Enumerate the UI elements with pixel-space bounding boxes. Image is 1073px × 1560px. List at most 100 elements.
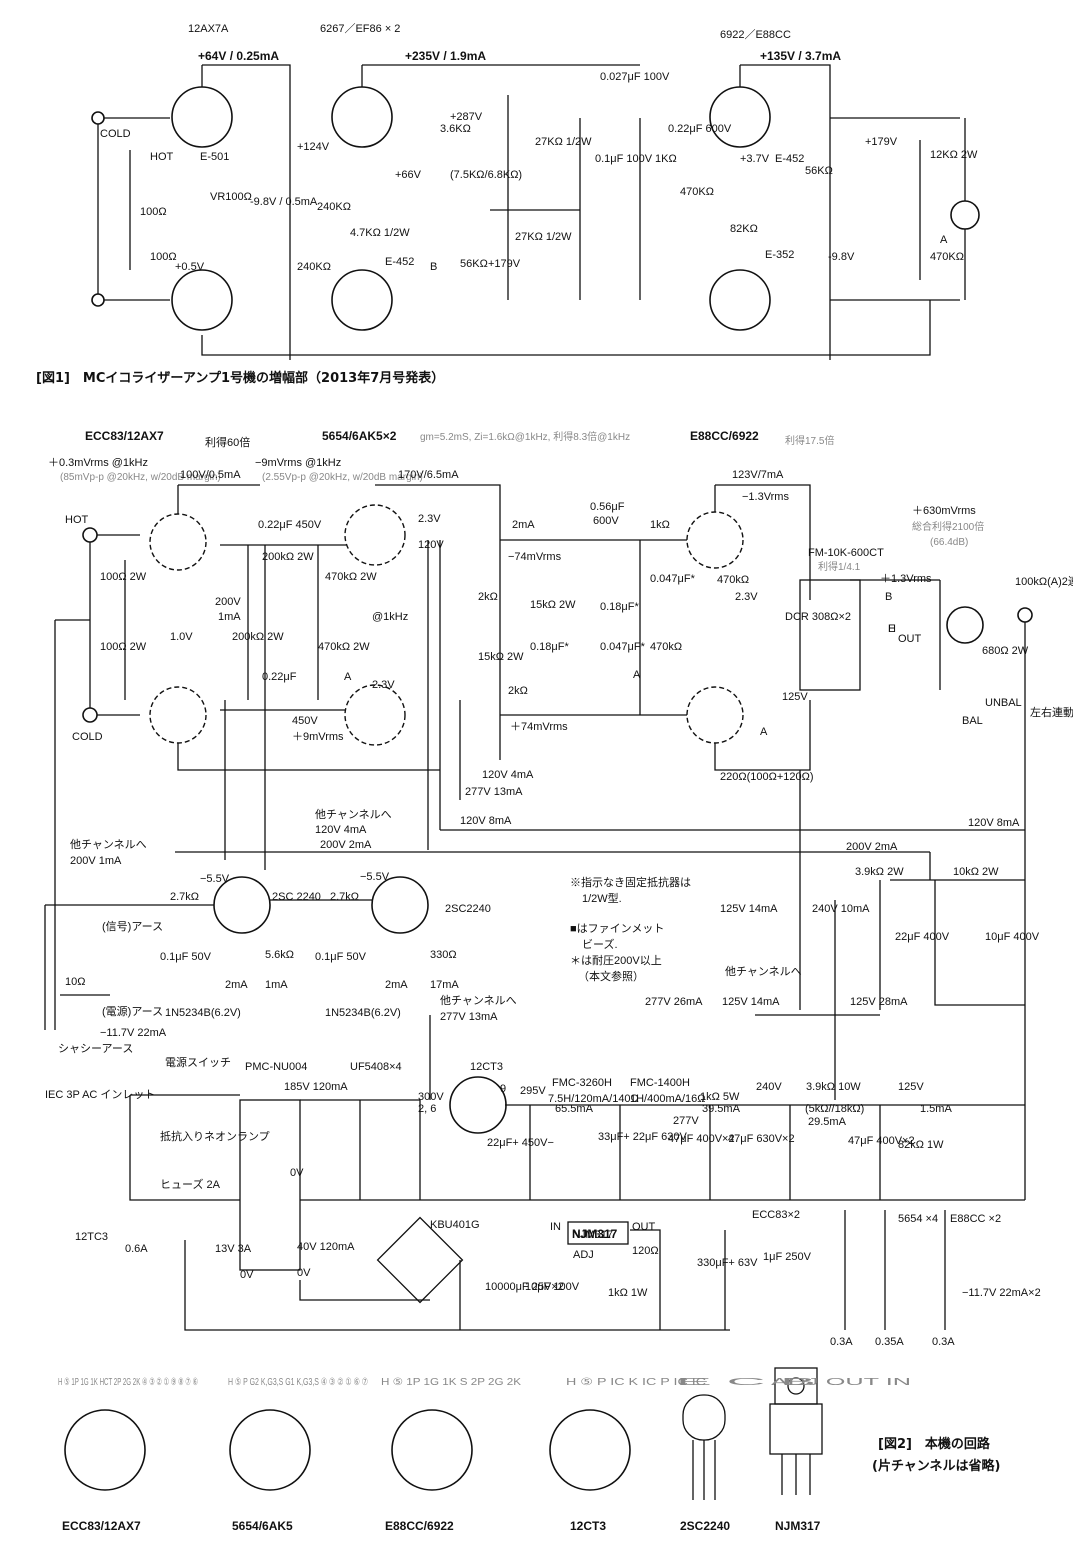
- fig2-supply-3: 120V 4mA: [315, 824, 367, 836]
- fig2-supply-14: 125V 14mA: [720, 903, 778, 915]
- fig2-bias-13: 2mA: [385, 979, 408, 991]
- fig1-label-35: 470KΩ: [930, 251, 964, 263]
- pinout-pins-1: H ⑤ P G2 K,G3,S G1 K,G3,S ④ ③ ② ① ⑥ ⑦: [228, 1377, 368, 1388]
- fig2-power-15: 65.5mA: [555, 1103, 594, 1115]
- fig1-label-16: +179V: [488, 258, 521, 270]
- fig2-power-46: 10μF 100V: [525, 1281, 580, 1293]
- fig2-tube-b-label: 5654/6AK5×2: [322, 429, 397, 443]
- fig2-label-14: 1mA: [218, 611, 241, 623]
- fig1-label-19: (7.5KΩ/6.8KΩ): [450, 169, 522, 181]
- fig2-note-5: （本文参照）: [578, 969, 644, 983]
- fig2-supply-17: 125V 14mA: [722, 996, 780, 1008]
- fig2-power-12: 295V: [520, 1085, 546, 1097]
- fig2-tube-e88cc-bottom: [686, 686, 744, 744]
- fig2-power-6: ヒューズ 2A: [160, 1177, 221, 1191]
- fig2-label-17: 470kΩ 2W: [325, 571, 377, 583]
- fig2-power-9: 300V: [418, 1091, 444, 1103]
- fig2-label-10: 100Ω 2W: [100, 571, 147, 583]
- fig2-power-42: OUT: [632, 1221, 656, 1233]
- fig2-bias-12: 0.1μF 50V: [315, 951, 367, 963]
- fig2-label-50: A: [633, 669, 641, 681]
- fig2-gain-c: 利得17.5倍: [785, 434, 834, 447]
- pinout-2sc2240-body: [682, 1394, 726, 1441]
- fig2-power-31: 47μF 630V×2: [728, 1133, 795, 1145]
- fig2-power-8: 0V: [290, 1167, 304, 1179]
- fig2-power-30: 47μF 400V×2: [668, 1133, 735, 1145]
- fig2-bias-11: 330Ω: [430, 949, 457, 961]
- fig2-output-transformer: [799, 579, 861, 691]
- fig2-supply-16: 他チャンネルへ: [725, 965, 802, 978]
- fig2-label-37: 470kΩ: [650, 641, 682, 653]
- fig1-label-5: E-501: [200, 151, 229, 163]
- pinout-name-0: ECC83/12AX7: [62, 1519, 141, 1533]
- fig1-label-6: +0.5V: [175, 261, 205, 273]
- pinout-njm317-body: [769, 1403, 823, 1455]
- fig1-label-17: +287V: [450, 111, 483, 123]
- fig2-label-6: 600V: [593, 515, 619, 527]
- fig2-label-0: 100V/0.5mA: [180, 469, 241, 481]
- fig2-label-51: A: [344, 671, 352, 683]
- fig2-bias-15: 1N5234B(6.2V): [325, 1007, 401, 1019]
- fig2-bias-2: 2SC 2240: [272, 891, 321, 903]
- fig2-power-52: E88CC ×2: [950, 1213, 1001, 1225]
- fig2-bias-17: 10Ω: [65, 976, 85, 988]
- fig1-label-8: +124V: [297, 141, 330, 153]
- fig1-tube3-label: 6922／E88CC: [720, 28, 791, 41]
- fig2-label-47: UNBAL: [985, 697, 1022, 709]
- fig1-label-0: COLD: [100, 128, 131, 140]
- fig2-bias-5: 2mA: [225, 979, 248, 991]
- fig2-power-39: KBU401G: [430, 1219, 480, 1231]
- fig2-power-3: 12CT3: [470, 1061, 503, 1073]
- fig2-power-53: −11.7V 22mA×2: [962, 1287, 1041, 1299]
- fig1-tube-ef86-top: [331, 86, 393, 148]
- fig2-label-53: B: [885, 591, 892, 603]
- fig1-label-11: +66V: [395, 169, 422, 181]
- fig2-bias-14: 17mA: [430, 979, 459, 991]
- fig2-caption: [図2] 本機の回路: [878, 1436, 991, 1452]
- fig2-label-13: 200V: [215, 596, 241, 608]
- fig1-label-4: VR100Ω: [210, 191, 252, 203]
- fig1-label-24: 0.22μF 600V: [668, 123, 732, 135]
- fig1-label-32: -9.8V: [828, 251, 855, 263]
- fig1-cold-terminal: [91, 111, 105, 125]
- fig2-power-4: IEC 3P AC インレット: [45, 1089, 155, 1101]
- fig2-tube-ecc83-bottom: [149, 686, 207, 744]
- fig2-power-17: 1H/400mA/16Ω: [630, 1093, 706, 1105]
- fig2-label-35: 0.047μF*: [600, 641, 646, 653]
- fig2-power-44: 120Ω: [632, 1245, 659, 1257]
- pinout-pins-4: E C B: [676, 1377, 818, 1388]
- fig2-bias-7: 1N5234B(6.2V): [165, 1007, 241, 1019]
- fig2-supply-21: 277V 13mA: [440, 1011, 498, 1023]
- pinout-ecc83: [64, 1409, 146, 1491]
- fig2-supply-4: 120V 8mA: [460, 815, 512, 827]
- fig1-label-33: +179V: [865, 136, 898, 148]
- fig2-label-18: 470kΩ 2W: [318, 641, 370, 653]
- fig2-supply-5: 120V 8mA: [968, 817, 1020, 829]
- fig2-power-22: 3.9kΩ 10W: [806, 1081, 861, 1093]
- fig1-label-26: 470KΩ: [680, 186, 714, 198]
- fig2-note-1: 1/2W型.: [582, 891, 622, 905]
- fig2-power-43: ADJ: [573, 1249, 594, 1261]
- fig2-bias-1: 2.7kΩ: [170, 891, 199, 903]
- fig2-label-26: 2mA: [512, 519, 535, 531]
- fig1-tube-e88cc-bottom: [709, 269, 771, 331]
- fig2-label-2: 123V/7mA: [732, 469, 784, 481]
- pinout-pins-3: H ⑤ P IC K IC P IC IC: [566, 1377, 706, 1388]
- fig2-bias-19: −11.7V 22mA: [100, 1027, 167, 1039]
- fig2-supply-7: 200V 2mA: [846, 841, 898, 853]
- fig2-label-52: A: [760, 726, 768, 738]
- fig2-power-24: 29.5mA: [808, 1116, 847, 1128]
- fig2-transformer-label: FM-10K-600CT: [808, 547, 884, 559]
- fig1-label-3: 100Ω: [140, 206, 167, 218]
- fig1-v1: +64V / 0.25mA: [198, 49, 279, 63]
- fig2-power-37: 40V 120mA: [297, 1241, 355, 1253]
- fig2-label-49: 左右連動: [1030, 705, 1073, 719]
- fig2-power-11: 9: [500, 1083, 506, 1095]
- fig2-bridge-rectifier: [376, 1216, 464, 1304]
- fig1-xlr-connector: [950, 200, 980, 230]
- fig2-power-56: 0.3A: [932, 1336, 955, 1348]
- fig2-ratio: 利得1/4.1: [818, 561, 861, 573]
